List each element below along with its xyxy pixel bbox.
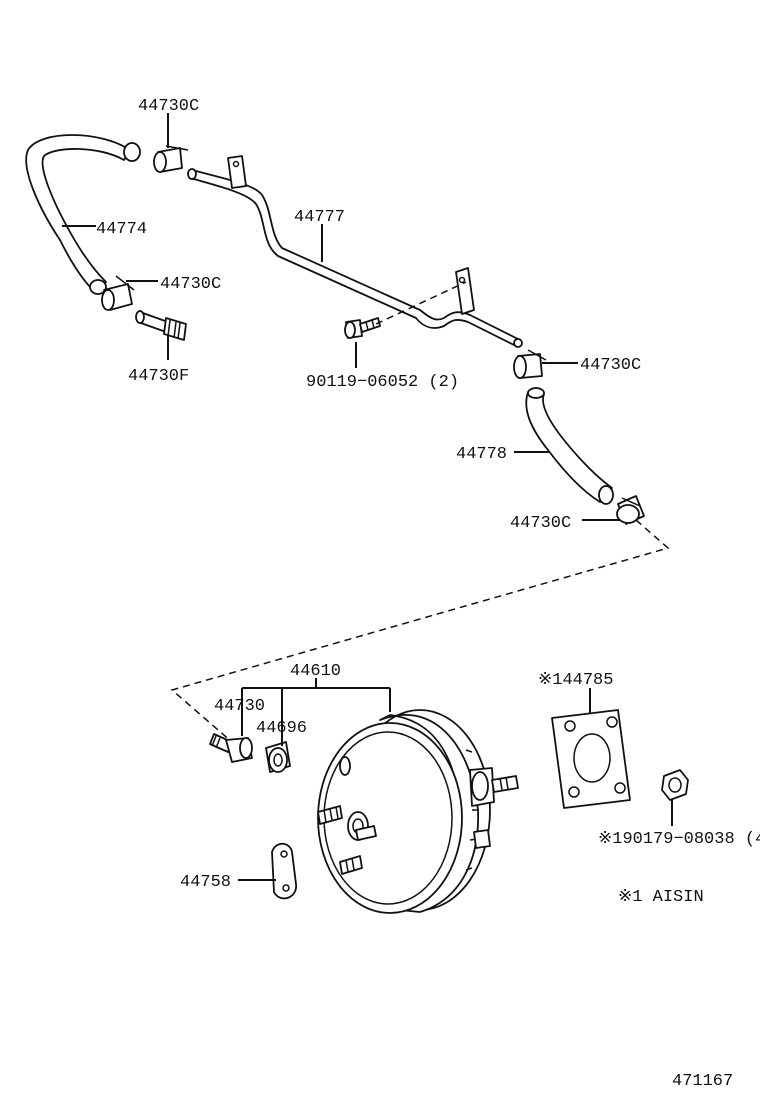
connection-dashed-line bbox=[170, 519, 670, 743]
label-44730c-left: 44730C bbox=[160, 275, 221, 294]
grommet-44696 bbox=[265, 741, 291, 773]
label-44730c-right-lower: 44730C bbox=[510, 514, 571, 533]
bolt-guide-dashed-line bbox=[375, 281, 467, 325]
clamp-44730c-right-upper bbox=[513, 349, 547, 379]
label-90119-06052: 90119−06052 (2) bbox=[306, 373, 459, 392]
label-190179-08038: ※190179−08038 (4) bbox=[598, 830, 760, 849]
clamp-44730c-top bbox=[153, 145, 189, 173]
label-44610: 44610 bbox=[290, 662, 341, 681]
pipe-44777 bbox=[187, 155, 523, 348]
bracket-44758 bbox=[271, 842, 297, 900]
gasket-144785 bbox=[551, 709, 631, 809]
label-44774: 44774 bbox=[96, 220, 147, 239]
nut-190179-08038 bbox=[661, 769, 689, 801]
check-valve-44730 bbox=[209, 733, 253, 763]
leader-lines bbox=[62, 113, 673, 881]
label-44730c-right-upper: 44730C bbox=[580, 356, 641, 375]
clamp-44730c-left bbox=[101, 275, 135, 311]
label-44777: 44777 bbox=[294, 208, 345, 227]
label-44758: 44758 bbox=[180, 873, 231, 892]
bolt-90119-06052 bbox=[344, 317, 381, 339]
clamp-44730c-right-lower bbox=[616, 495, 645, 525]
label-44730: 44730 bbox=[214, 697, 265, 716]
hose-44778 bbox=[525, 387, 614, 505]
note-aisin: ※1 AISIN bbox=[618, 888, 704, 907]
hose-44774 bbox=[25, 134, 141, 295]
label-44696: 44696 bbox=[256, 719, 307, 738]
part-labels: 44730C 44774 44730C 44730F 44777 90119−0… bbox=[96, 97, 760, 1091]
fitting-44730f bbox=[135, 310, 187, 341]
label-44778: 44778 bbox=[456, 445, 507, 464]
brake-booster-44610 bbox=[317, 709, 519, 914]
figure-number: 471167 bbox=[672, 1072, 733, 1091]
label-144785: ※144785 bbox=[538, 671, 613, 690]
label-44730c-top: 44730C bbox=[138, 97, 199, 116]
label-44730f: 44730F bbox=[128, 367, 189, 386]
